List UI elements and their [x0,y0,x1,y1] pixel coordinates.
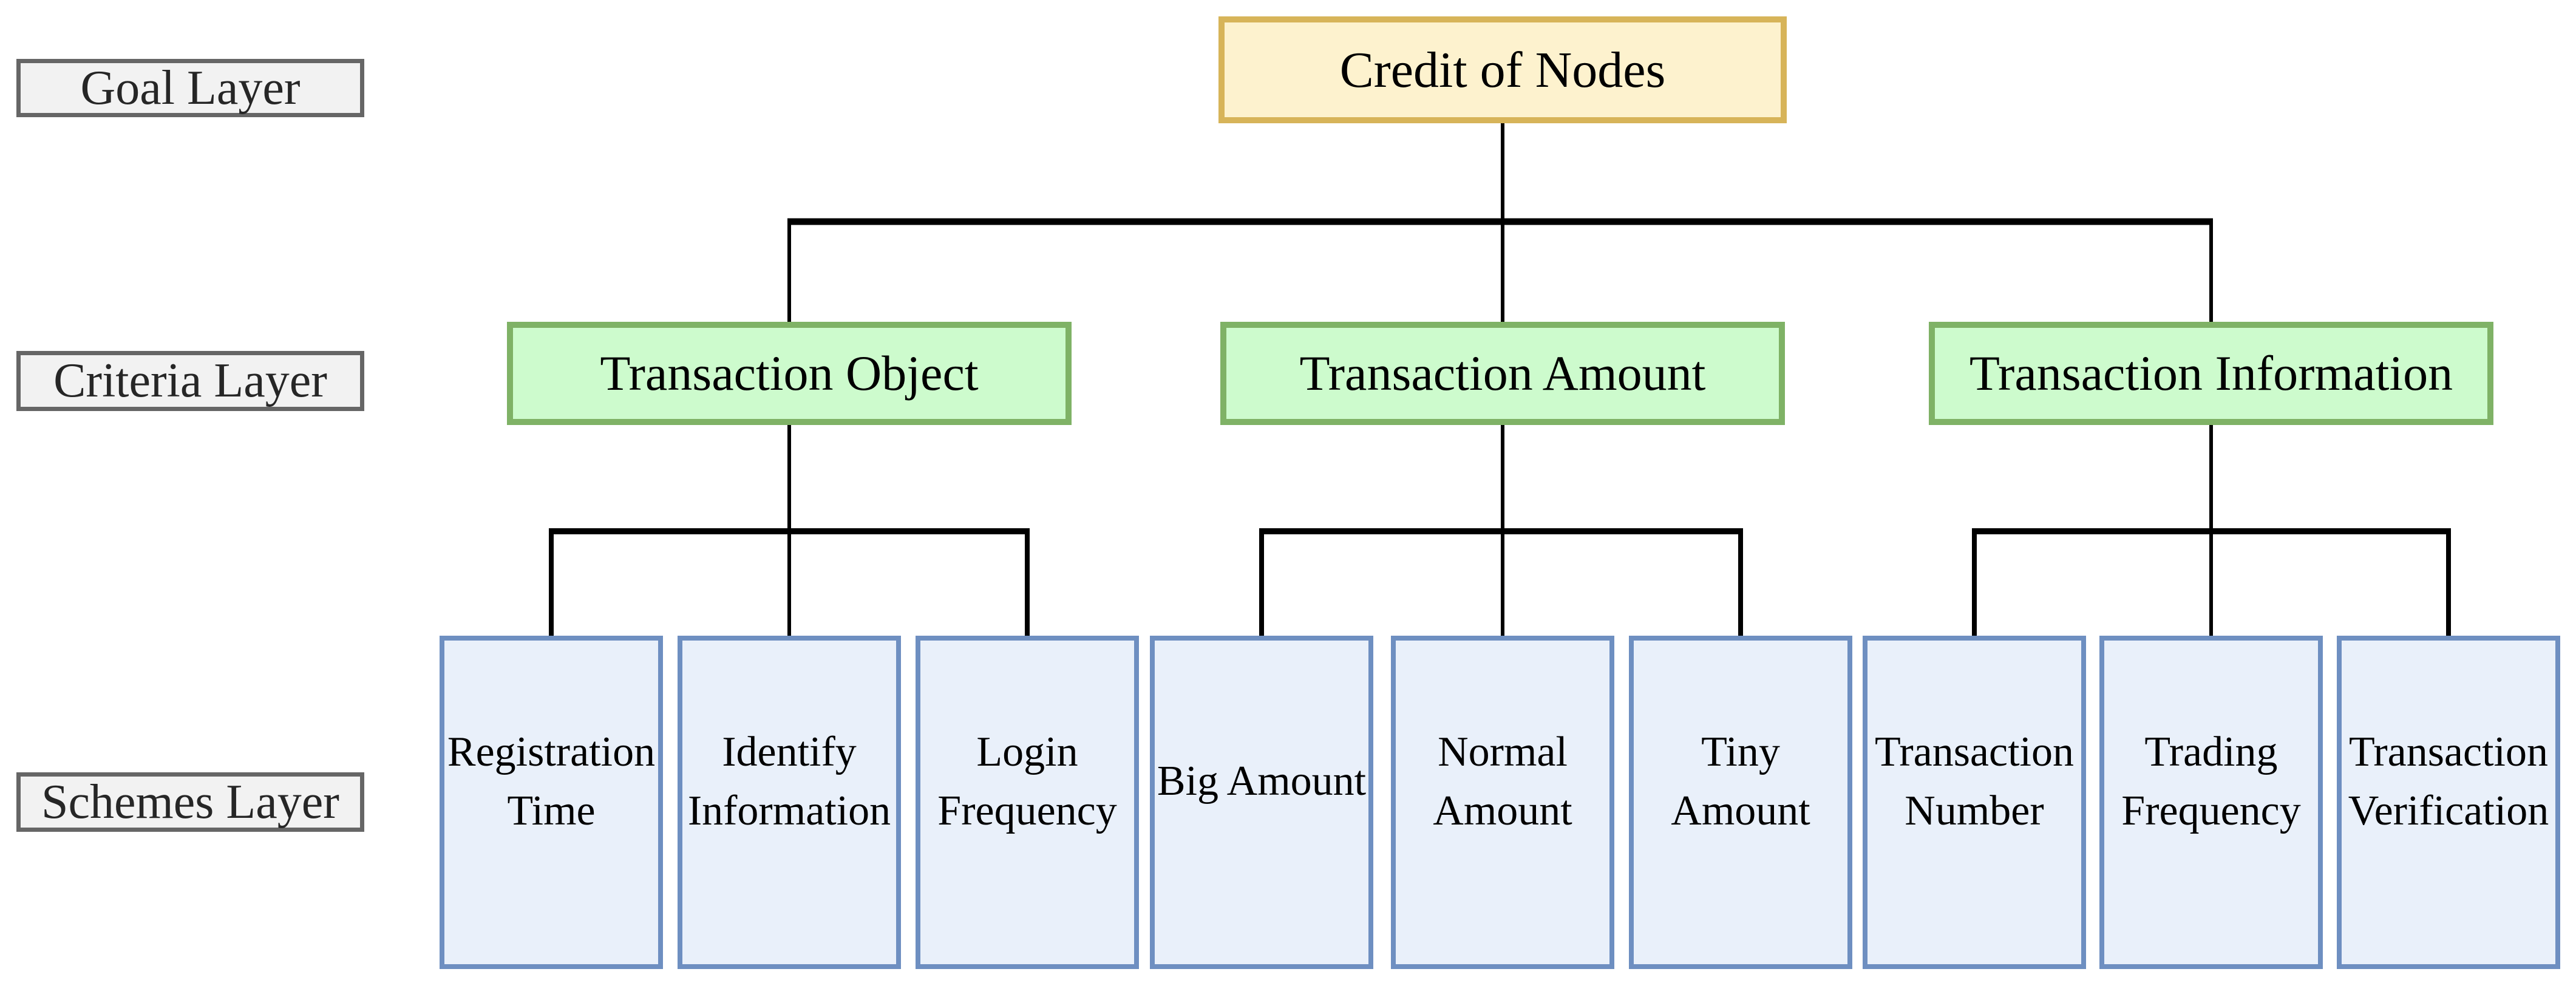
criteria-node-transaction-object: Transaction Object [507,322,1072,425]
criteria-node-transaction-information: Transaction Information [1929,322,2493,425]
layer-label-goal: Goal Layer [16,59,364,117]
scheme-node-transaction-verification: Transaction Verification [2337,636,2560,969]
scheme-node-big-amount: Big Amount [1150,636,1373,969]
scheme-node-login-frequency: Login Frequency [916,636,1139,969]
layer-label-schemes: Schemes Layer [16,772,364,832]
scheme-node-registration-time: Registration Time [440,636,663,969]
layer-label-criteria: Criteria Layer [16,351,364,411]
scheme-node-trading-frequency: Trading Frequency [2099,636,2323,969]
goal-node-credit-of-nodes: Credit of Nodes [1218,16,1787,123]
scheme-node-tiny-amount: Tiny Amount [1629,636,1852,969]
scheme-node-transaction-number: Transaction Number [1863,636,2086,969]
scheme-node-identify-information: Identify Information [678,636,901,969]
scheme-node-normal-amount: Normal Amount [1391,636,1614,969]
criteria-node-transaction-amount: Transaction Amount [1220,322,1785,425]
